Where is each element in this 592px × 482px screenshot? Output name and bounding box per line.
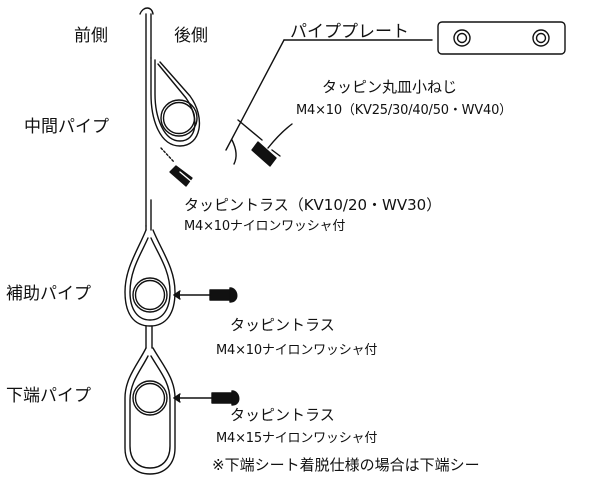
pan-screw-leader (267, 123, 293, 149)
truss-bottom-title: タッピントラス (230, 406, 335, 424)
pipe-plate-label: パイププレート (290, 22, 409, 42)
rear-label: 後側 (174, 26, 208, 46)
bottom-pipe-loop (124, 347, 176, 475)
middle-pipe-label: 中間パイプ (24, 117, 109, 137)
pan-screw-icon (251, 141, 281, 167)
pan-screw-title: タッピン丸皿小ねじ (322, 78, 458, 96)
truss-screw-aux-icon (209, 287, 238, 303)
middle-pipe-inner (162, 101, 196, 135)
truss-screw-bottom-icon (211, 390, 240, 406)
pan-screw-spec-wrap: M4×10（KV25/30/40/50・WV40） (296, 104, 512, 117)
pipe-plate-icon (437, 21, 566, 55)
truss-screw-middle-icon (169, 165, 193, 187)
middle-pipe-loop (150, 57, 201, 147)
truss-bottom-spec: M4×15ナイロンワッシャ付 (216, 431, 378, 446)
bottom-pipe-loop-inner (129, 355, 171, 469)
aux-pipe-label: 補助パイプ (6, 284, 91, 304)
truss-middle-spec: M4×10ナイロンワッシャ付 (184, 219, 346, 234)
aux-pipe-loop-inner (129, 237, 171, 321)
truss-aux-spec: M4×10ナイロンワッシャ付 (216, 343, 378, 358)
truss-middle-title: タッピントラス（KV10/20・WV30） (184, 196, 442, 214)
sheet-top-hook (139, 7, 154, 15)
pan-screw-spec: M4×10（KV25/30/40/50・WV40） (296, 103, 512, 118)
truss-aux-title: タッピントラス (230, 316, 335, 334)
aux-pipe-inner (134, 279, 166, 311)
aux-pipe-loop (124, 229, 176, 327)
aux-pipe (132, 277, 168, 313)
middle-pipe (160, 99, 198, 137)
detachable-sheet-note: ※下端シート着脱仕様の場合は下端シー (212, 456, 480, 474)
front-label: 前側 (74, 26, 108, 46)
bottom-pipe (132, 380, 168, 416)
bottom-pipe-inner (134, 382, 166, 414)
bottom-pipe-label: 下端パイプ (6, 386, 91, 406)
middle-pipe-leader (160, 147, 175, 163)
